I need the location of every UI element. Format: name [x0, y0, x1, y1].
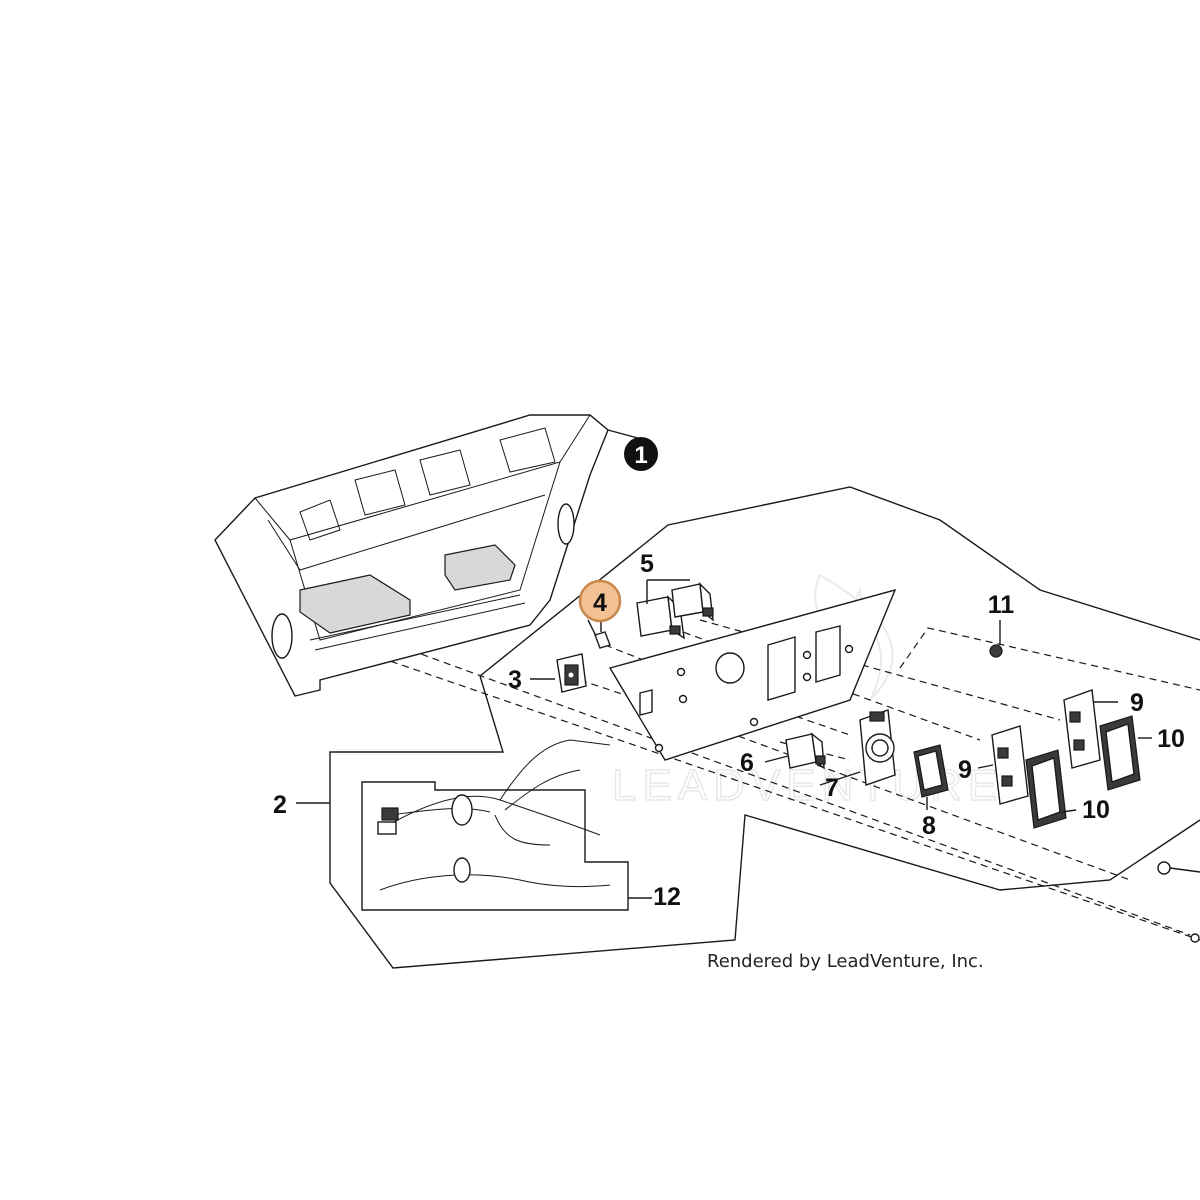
callout-9-right: 9	[1130, 689, 1144, 717]
outlet-cover-left	[1025, 749, 1077, 829]
callout-8: 8	[922, 812, 936, 840]
outlet-cover-right	[1099, 715, 1152, 791]
credit-text: Rendered by LeadVenture, Inc.	[707, 951, 984, 972]
callout-10-right: 10	[1157, 725, 1185, 753]
circuit-breakers	[636, 579, 714, 640]
callout-7: 7	[825, 774, 839, 802]
duplex-outlet-left	[977, 725, 1029, 805]
bolt	[1157, 861, 1200, 943]
screw	[989, 620, 1003, 658]
callout-3: 3	[508, 666, 522, 694]
callout-6: 6	[740, 749, 754, 777]
twist-lock-receptacle	[819, 709, 896, 786]
callout-2: 2	[273, 791, 287, 819]
control-panel-plate	[608, 588, 897, 761]
duplex-outlet-right	[1063, 689, 1118, 769]
wire-harness	[361, 739, 629, 911]
callout-11: 11	[988, 591, 1015, 619]
callout-10-left: 10	[1082, 796, 1110, 824]
callout-9-left: 9	[958, 756, 972, 784]
callout-4: 4	[578, 579, 622, 623]
callout-1: 1	[624, 437, 658, 471]
callout-1-text: 1	[634, 442, 647, 469]
callout-12: 12	[653, 883, 681, 911]
receptacle-cover	[913, 744, 949, 810]
callout-5: 5	[640, 550, 654, 578]
rocker-switch	[530, 653, 587, 693]
frame-handle	[214, 414, 646, 697]
breaker-single	[764, 732, 826, 770]
indicator-part	[587, 615, 611, 649]
body-outline	[329, 486, 1200, 969]
callout-4-text: 4	[593, 589, 607, 617]
